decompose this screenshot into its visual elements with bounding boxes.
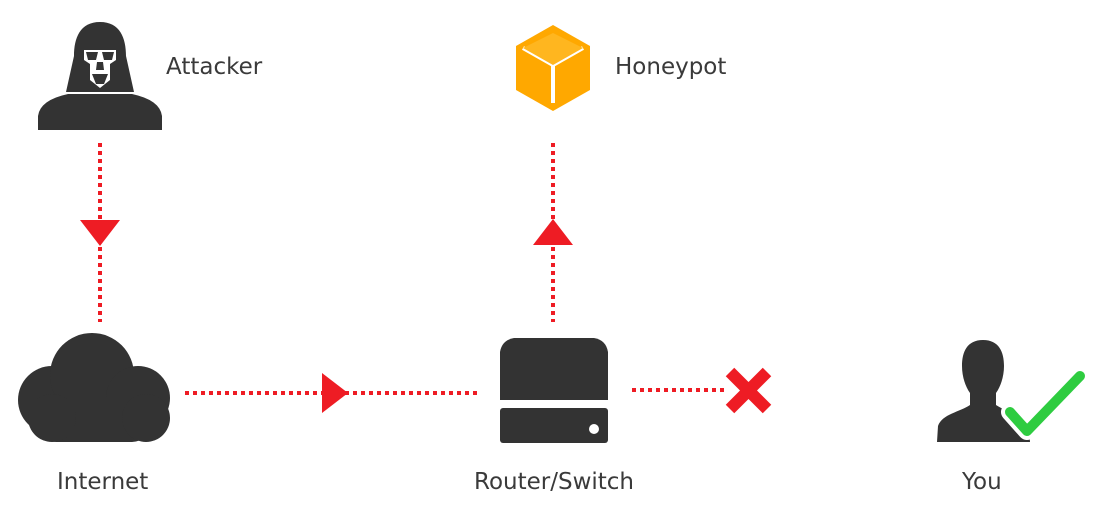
darth-vader-icon [38,22,162,130]
cube-icon [516,25,590,111]
check-icon [1001,367,1089,440]
server-icon [500,338,608,443]
connector-router-you [632,367,772,414]
status-led-icon [589,424,599,434]
connector-router-honeypot [533,143,573,322]
router-switch-label: Router/Switch [474,469,635,495]
arrow-up-icon [533,219,573,245]
arrow-right-icon [322,373,348,413]
blocked-x-icon [725,367,772,414]
you-label: You [962,469,1002,495]
internet-label: Internet [57,469,149,495]
connector-attacker-internet [80,143,120,322]
arrow-down-icon [80,220,120,246]
cloud-icon [18,333,170,442]
attacker-label: Attacker [166,54,263,80]
honeypot-label: Honeypot [615,54,727,80]
connector-internet-router [185,373,478,413]
